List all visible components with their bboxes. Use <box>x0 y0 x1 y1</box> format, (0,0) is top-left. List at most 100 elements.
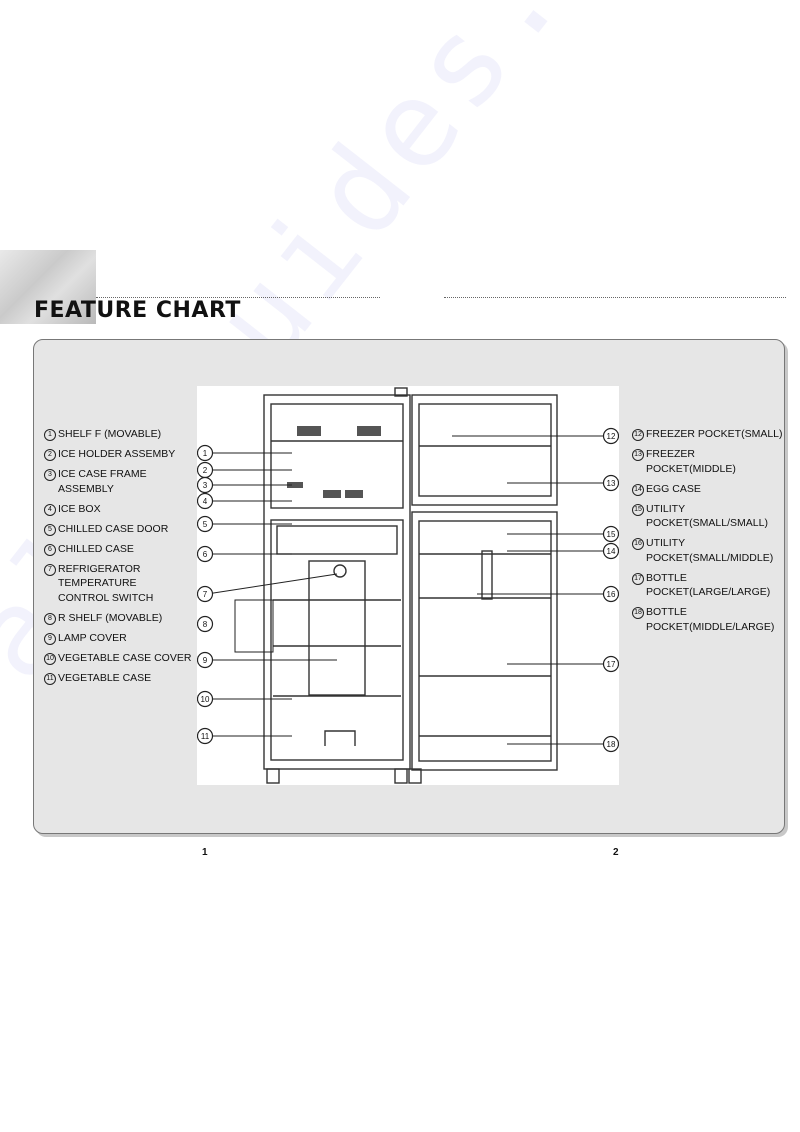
callout-number: 4 <box>203 497 208 506</box>
legend-label: FREEZER POCKET(SMALL) <box>646 428 783 440</box>
callout-circle <box>197 492 214 510</box>
legend-label: UTILITY POCKET(SMALL/SMALL) <box>646 502 768 530</box>
fridge-door-outline <box>411 511 558 771</box>
legend-label: FREEZER POCKET(MIDDLE) <box>646 448 736 475</box>
legend-number: 3 <box>44 469 56 481</box>
callout-number: 17 <box>607 660 616 669</box>
fridge-compartment <box>270 519 404 761</box>
legend-label: VEGETABLE CASE <box>58 671 152 684</box>
legend-number: 7 <box>44 563 56 576</box>
legend-label: BOTTLE POCKET(MIDDLE/LARGE) <box>646 606 775 633</box>
callout-circle <box>197 476 214 494</box>
legend-number: 17 <box>632 572 644 585</box>
callout-number: 11 <box>201 732 210 741</box>
callout-number: 1 <box>203 449 208 458</box>
callout-circle <box>602 585 619 603</box>
callout-number: 5 <box>203 520 208 529</box>
callout-circle <box>197 444 214 462</box>
callout-circle <box>602 735 619 753</box>
callout-circle <box>197 690 214 708</box>
legend-number: 15 <box>632 503 644 516</box>
callout-number: 15 <box>607 530 616 539</box>
page-number-left: 1 <box>202 847 208 858</box>
callout-circle <box>197 727 214 745</box>
legend-number: 8 <box>44 612 56 625</box>
vegetable-case-handle <box>324 730 356 746</box>
callout-number: 7 <box>203 590 208 599</box>
freezer-door-outline <box>411 394 558 506</box>
legend-label: CHILLED CASE DOOR <box>58 522 169 535</box>
legend-number: 9 <box>44 632 56 645</box>
cabinet-outline <box>263 394 411 770</box>
callout-number: 13 <box>607 479 616 488</box>
page-title: FEATURE CHART <box>34 298 241 323</box>
legend-label: VEGETABLE CASE COVER <box>58 651 192 664</box>
legend-label: LAMP COVER <box>58 631 127 644</box>
callout-circle <box>602 474 619 492</box>
callout-circle <box>602 542 619 560</box>
callout-circle <box>197 545 214 563</box>
header-rule-right <box>444 297 786 298</box>
header-rule-left <box>96 297 380 298</box>
legend-label: ICE BOX <box>58 502 101 515</box>
legend-number: 5 <box>44 523 56 536</box>
callout-number: 10 <box>201 695 210 704</box>
legend-number: 18 <box>632 607 644 619</box>
legend-label: UTILITY POCKET(SMALL/MIDDLE) <box>646 537 774 564</box>
callout-number: 2 <box>203 466 208 475</box>
legend-label: ICE HOLDER ASSEMBY <box>58 448 176 460</box>
callout-circle <box>197 651 214 669</box>
freezer-compartment <box>270 403 404 509</box>
callout-number: 6 <box>203 550 208 559</box>
callout-circle <box>197 515 214 533</box>
legend-label: ICE CASE FRAME ASSEMBLY <box>58 468 147 495</box>
legend-number: 4 <box>44 503 56 516</box>
callout-circle <box>602 655 619 673</box>
legend-number: 12 <box>632 429 644 441</box>
legend-number: 1 <box>44 429 56 441</box>
page-number-right: 2 <box>613 847 619 858</box>
callout-number: 12 <box>607 432 616 441</box>
legend-number: 16 <box>632 538 644 550</box>
legend-label: BOTTLE POCKET(LARGE/LARGE) <box>646 571 771 599</box>
legend-label: REFRIGERATOR TEMPERATURE CONTROL SWITCH <box>58 562 154 604</box>
callout-circle <box>197 585 214 603</box>
legend-number: 10 <box>44 652 56 665</box>
control-panel-shape <box>308 560 366 696</box>
legend-number: 6 <box>44 543 56 556</box>
callout-circle <box>197 615 214 633</box>
legend-label: EGG CASE <box>646 482 701 495</box>
legend-label: R SHELF (MOVABLE) <box>58 611 163 624</box>
legend-number: 11 <box>44 672 56 685</box>
callout-number: 14 <box>607 547 616 556</box>
legend-label: CHILLED CASE <box>58 542 134 555</box>
chilled-case-shape <box>276 525 398 555</box>
legend-label: SHELF F (MOVABLE) <box>58 428 162 440</box>
legend-number: 13 <box>632 449 644 461</box>
callout-circle <box>602 427 619 445</box>
callout-circle <box>602 525 619 543</box>
callout-number: 8 <box>203 620 208 629</box>
